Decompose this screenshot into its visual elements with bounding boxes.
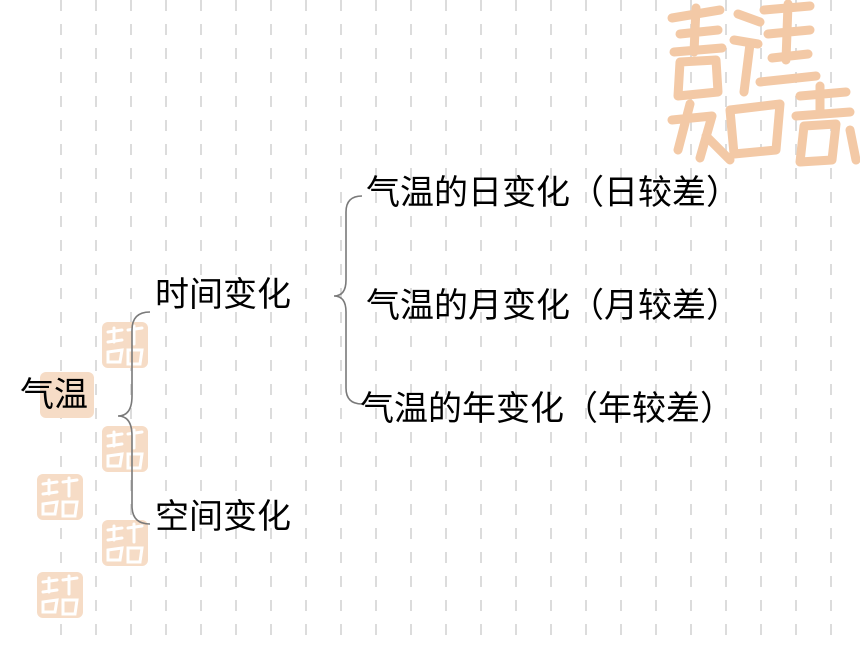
grid-line bbox=[60, 0, 62, 645]
leaf-monthly-change: 气温的月变化（月较差） bbox=[366, 286, 740, 326]
branch-time-change: 时间变化 bbox=[155, 275, 291, 315]
grid-line bbox=[795, 0, 797, 645]
grid-line bbox=[270, 0, 272, 645]
grid-line bbox=[585, 0, 587, 645]
seal-small-decoration bbox=[102, 520, 148, 566]
leaf-daily-change: 气温的日变化（日较差） bbox=[366, 173, 740, 213]
grid-line bbox=[830, 0, 832, 645]
leaf-annual-change: 气温的年变化（年较差） bbox=[360, 389, 734, 429]
grid-line bbox=[550, 0, 552, 645]
grid-line bbox=[235, 0, 237, 645]
grid-line bbox=[760, 0, 762, 645]
grid-line bbox=[165, 0, 167, 645]
grid-line bbox=[690, 0, 692, 645]
seal-small-decoration bbox=[37, 572, 83, 618]
grid-line bbox=[200, 0, 202, 645]
root-highlight bbox=[40, 372, 94, 418]
seal-small-decoration bbox=[102, 426, 148, 472]
grid-line bbox=[305, 0, 307, 645]
branch-space-change: 空间变化 bbox=[155, 497, 291, 537]
root-node: 气温 bbox=[20, 375, 88, 415]
grid-line bbox=[95, 0, 97, 645]
grid-line bbox=[410, 0, 412, 645]
grid-line bbox=[375, 0, 377, 645]
grid-line bbox=[655, 0, 657, 645]
seal-small-decoration bbox=[102, 322, 148, 368]
grid-line bbox=[515, 0, 517, 645]
grid-line bbox=[340, 0, 342, 645]
grid-line bbox=[445, 0, 447, 645]
seal-large-decoration bbox=[667, 0, 860, 167]
grid-line bbox=[480, 0, 482, 645]
seal-small-decoration bbox=[37, 474, 83, 520]
grid-line bbox=[620, 0, 622, 645]
grid-line bbox=[725, 0, 727, 645]
